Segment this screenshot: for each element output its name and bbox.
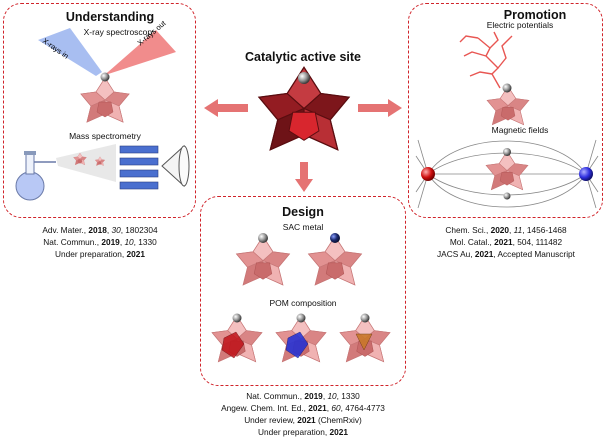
magnetic-fields-label: Magnetic fields — [460, 125, 580, 135]
detector-plates — [120, 146, 158, 189]
magnetic-fields-illustration — [416, 136, 598, 212]
flask-icon — [16, 151, 56, 200]
arrow-left — [204, 98, 248, 118]
center-title: Catalytic active site — [228, 50, 378, 64]
design-ref-1: Nat. Commun., 2019, 10, 1330 — [196, 390, 410, 402]
pom-cluster-icon — [81, 78, 129, 122]
arrow-right — [358, 98, 402, 118]
design-title: Design — [253, 205, 353, 219]
understanding-ref-1: Adv. Mater., 2018, 30, 1802304 — [0, 224, 200, 236]
design-refs: Nat. Commun., 2019, 10, 1330 Angew. Chem… — [196, 390, 410, 438]
xray-illustration: X-rays in X-rays out — [30, 26, 180, 126]
promotion-refs: Chem. Sci., 2020, 11, 1456-1468 Mol. Cat… — [408, 224, 604, 260]
sac-metal-illustration — [230, 230, 380, 294]
pom-cluster-icon — [486, 151, 528, 189]
south-pole-icon — [579, 167, 593, 181]
promotion-ref-1: Chem. Sci., 2020, 11, 1456-1468 — [408, 224, 604, 236]
spray-cone — [56, 144, 116, 182]
metal-atom-dark-icon — [330, 233, 340, 243]
design-ref-4: Under preparation, 2021 — [196, 426, 410, 438]
north-pole-icon — [421, 167, 435, 181]
understanding-ref-3: Under preparation, 2021 — [0, 248, 200, 260]
lightning-icon — [460, 32, 512, 88]
promotion-ref-3: JACS Au, 2021, Accepted Manuscript — [408, 248, 604, 260]
design-ref-3: Under review, 2021 (ChemRxiv) — [196, 414, 410, 426]
understanding-refs: Adv. Mater., 2018, 30, 1802304 Nat. Comm… — [0, 224, 200, 260]
metal-atom-icon — [101, 73, 110, 82]
metal-atom-icon — [503, 84, 512, 93]
arrow-down — [294, 162, 314, 192]
understanding-ref-2: Nat. Commun., 2019, 10, 1330 — [0, 236, 200, 248]
pom-composition-illustration — [206, 308, 400, 378]
promotion-ref-2: Mol. Catal., 2021, 504, 111482 — [408, 236, 604, 248]
metal-atom-grey-icon — [258, 233, 268, 243]
pom-composition-label: POM composition — [243, 298, 363, 308]
catalytic-active-site-illustration — [250, 66, 358, 158]
mass-spectrometry-illustration — [8, 140, 193, 205]
electric-potentials-illustration — [440, 28, 590, 123]
design-ref-2: Angew. Chem. Int. Ed., 2021, 60, 4764-47… — [196, 402, 410, 414]
